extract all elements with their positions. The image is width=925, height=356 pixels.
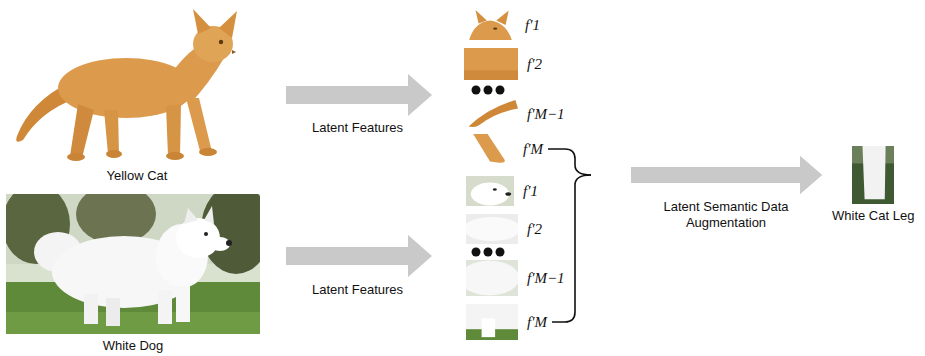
feature-label: f′M xyxy=(527,314,547,331)
image-node: White Dog xyxy=(6,194,260,353)
picture xyxy=(8,6,266,164)
picture xyxy=(466,100,518,128)
feature-patch: f′1 xyxy=(464,10,540,40)
feature-patch: f′M xyxy=(466,134,543,164)
latent-arrow xyxy=(286,74,432,116)
feature-patch: f′M−1 xyxy=(466,100,565,128)
picture xyxy=(466,134,514,164)
ellipsis-dots xyxy=(472,86,505,95)
picture xyxy=(852,146,894,204)
arrow-label: Latent Features xyxy=(312,282,403,298)
image-caption: Yellow Cat xyxy=(107,168,168,183)
picture xyxy=(466,176,514,206)
feature-patch: f′2 xyxy=(464,48,542,80)
feature-label: f′1 xyxy=(525,17,540,34)
picture xyxy=(464,10,516,40)
feature-patch: f′M xyxy=(466,304,547,340)
picture xyxy=(6,194,260,334)
feature-label: f′1 xyxy=(523,183,538,200)
feature-label: f′M−1 xyxy=(527,270,565,287)
feature-patch: f′M−1 xyxy=(466,260,565,296)
merge-connector xyxy=(552,156,822,322)
latent-arrow xyxy=(286,235,432,277)
picture xyxy=(466,214,518,244)
image-caption: White Dog xyxy=(103,338,164,353)
picture xyxy=(466,260,518,296)
ellipsis-dots xyxy=(472,248,505,257)
feature-label: f′M−1 xyxy=(527,106,565,123)
feature-patch: f′1 xyxy=(466,176,538,206)
merge-connector xyxy=(548,149,822,194)
picture xyxy=(464,48,518,80)
feature-label: f′2 xyxy=(527,221,542,238)
picture xyxy=(466,304,518,340)
image-caption: White Cat Leg xyxy=(832,208,914,223)
edge-label: Latent Semantic Data Augmentation xyxy=(651,199,801,231)
image-node: White Cat Leg xyxy=(832,146,914,223)
arrow-label: Latent Features xyxy=(312,120,403,136)
feature-patch: f′2 xyxy=(466,214,542,244)
image-node: Yellow Cat xyxy=(8,6,266,183)
feature-label: f′2 xyxy=(527,56,542,73)
feature-label: f′M xyxy=(523,141,543,158)
